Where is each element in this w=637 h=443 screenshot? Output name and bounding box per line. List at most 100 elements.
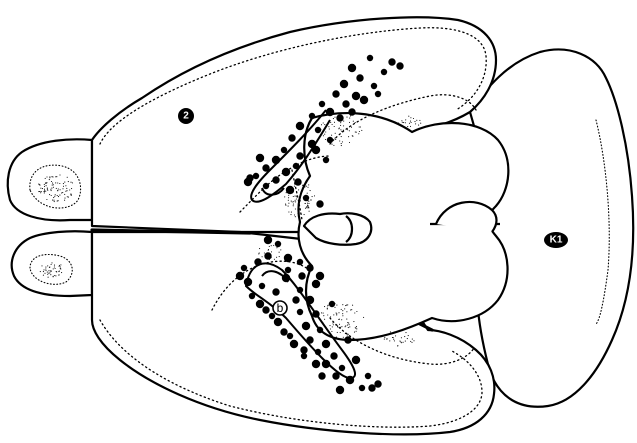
stipple-dot <box>333 118 334 119</box>
dot-marker <box>348 64 356 72</box>
stipple-dot <box>295 208 296 209</box>
stipple-dot <box>401 337 402 338</box>
stipple-dot <box>341 326 342 327</box>
stipple-dot <box>347 322 348 323</box>
stipple-dot <box>332 326 333 327</box>
stipple-dot <box>276 247 277 248</box>
stipple-dot <box>341 309 342 310</box>
stipple-dot <box>299 200 300 201</box>
stipple-dot <box>409 123 410 124</box>
stipple-dot <box>57 190 58 191</box>
dot-marker <box>306 264 313 271</box>
stipple-dot <box>44 190 45 191</box>
dot-marker <box>375 91 381 97</box>
dot-marker <box>302 322 310 330</box>
stipple-dot <box>308 203 309 204</box>
stipple-dot <box>335 139 336 140</box>
dot-marker <box>296 152 303 159</box>
stipple-dot <box>64 198 65 199</box>
dot-marker <box>275 241 281 247</box>
stipple-dot <box>46 176 47 177</box>
stipple-dot <box>50 274 51 275</box>
stipple-dot <box>347 325 348 326</box>
stipple-dot <box>58 275 59 276</box>
label-b-marker: b <box>273 301 287 315</box>
stipple-dot <box>334 307 335 308</box>
stipple-dot <box>355 122 356 123</box>
stipple-dot <box>404 336 405 337</box>
stipple-dot <box>329 128 330 129</box>
dot-marker <box>269 313 275 319</box>
stipple-dot <box>355 328 356 329</box>
stipple-dot <box>327 305 328 306</box>
dot-marker <box>281 147 287 153</box>
stipple-dot <box>341 143 342 144</box>
stipple-dot <box>52 183 53 184</box>
stipple-dot <box>340 125 341 126</box>
stipple-dot <box>298 189 299 190</box>
dot-marker <box>274 318 282 326</box>
stipple-dot <box>300 195 301 196</box>
stipple-dot <box>59 174 60 175</box>
stipple-dot <box>49 176 50 177</box>
stipple-dot <box>331 331 332 332</box>
stipple-dot <box>51 181 52 182</box>
stipple-dot <box>49 194 50 195</box>
dot-marker <box>256 154 264 162</box>
stipple-dot <box>358 133 359 134</box>
stipple-dot <box>46 185 47 186</box>
stipple-dot <box>323 315 324 316</box>
stipple-dot <box>46 199 47 200</box>
stipple-dot <box>312 196 313 197</box>
stipple-dot <box>345 326 346 327</box>
stipple-dot <box>269 246 270 247</box>
stipple-dot <box>360 126 361 127</box>
stipple-dot <box>45 178 46 179</box>
stipple-dot <box>305 203 306 204</box>
stipple-dot <box>342 310 343 311</box>
stipple-dot <box>342 315 343 316</box>
dot-marker <box>322 340 330 348</box>
stipple-dot <box>410 117 411 118</box>
dot-marker <box>264 252 271 259</box>
stipple-dot <box>343 125 344 126</box>
dot-marker <box>316 272 324 280</box>
stipple-dot <box>40 192 41 193</box>
stipple-dot <box>324 134 325 135</box>
stipple-dot <box>51 176 52 177</box>
stipple-dot <box>346 305 347 306</box>
stipple-dot <box>279 252 280 253</box>
stipple-dot <box>288 203 289 204</box>
stipple-dot <box>295 200 296 201</box>
stipple-dot <box>262 256 263 257</box>
stipple-dot <box>49 267 50 268</box>
stipple-dot <box>334 122 335 123</box>
stipple-dot <box>300 212 301 213</box>
stipple-dot <box>46 182 47 183</box>
stipple-dot <box>50 189 51 190</box>
stipple-dot <box>363 317 364 318</box>
dot-marker <box>241 265 247 271</box>
stipple-dot <box>330 122 331 123</box>
stipple-dot <box>49 179 50 180</box>
stipple-dot <box>53 197 54 198</box>
stipple-dot <box>55 194 56 195</box>
dot-marker <box>303 195 309 201</box>
dot-marker <box>315 349 321 355</box>
stipple-dot <box>40 271 41 272</box>
dot-marker <box>339 365 345 371</box>
stipple-dot <box>307 203 308 204</box>
stipple-dot <box>59 183 60 184</box>
stipple-dot <box>48 273 49 274</box>
label-2-badge: 2 <box>178 108 194 124</box>
stipple-dot <box>57 182 58 183</box>
stipple-dot <box>47 274 48 275</box>
dot-marker <box>285 267 291 273</box>
stipple-dot <box>285 204 286 205</box>
stipple-dot <box>349 122 350 123</box>
stipple-dot <box>64 194 65 195</box>
stipple-dot <box>350 309 351 310</box>
dot-marker <box>318 372 325 379</box>
stipple-dot <box>341 131 342 132</box>
stipple-dot <box>63 186 64 187</box>
